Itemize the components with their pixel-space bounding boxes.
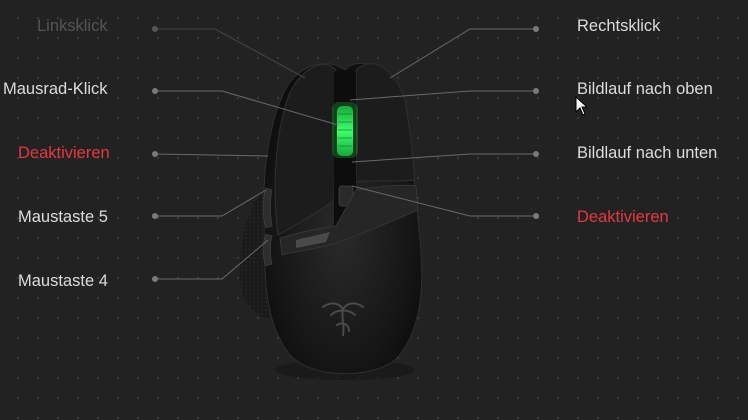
- line-scroll-down: [351, 153, 536, 163]
- right-click-button-shape[interactable]: [355, 63, 415, 183]
- label-right-click[interactable]: Rechtsklick: [577, 17, 661, 35]
- line-middle-click: [155, 90, 339, 126]
- label-mouse-button-5[interactable]: Maustaste 5: [18, 208, 108, 226]
- line-scroll-up: [349, 90, 536, 101]
- left-click-button-shape[interactable]: [274, 63, 337, 236]
- label-scroll-down[interactable]: Bildlauf nach unten: [577, 144, 718, 162]
- label-right-side-disabled[interactable]: Deaktivieren: [577, 208, 669, 226]
- label-middle-click[interactable]: Mausrad-Klick: [3, 80, 108, 98]
- line-button-4: [155, 239, 269, 280]
- line-right-disabled: [351, 185, 536, 217]
- side-button-5[interactable]: [262, 187, 273, 229]
- side-button-4[interactable]: [262, 233, 273, 267]
- callout-dots: [152, 26, 539, 282]
- scroll-wheel[interactable]: [337, 106, 353, 156]
- label-mouse-button-4[interactable]: Maustaste 4: [18, 272, 108, 290]
- line-right-click: [389, 28, 536, 79]
- line-button-5: [155, 189, 267, 217]
- label-left-click[interactable]: Linksklick: [37, 17, 108, 35]
- arrow-cursor-icon: [575, 96, 589, 116]
- line-left-click: [155, 28, 306, 79]
- label-scroll-up[interactable]: Bildlauf nach oben: [577, 80, 713, 98]
- razer-logo-icon: [322, 302, 364, 336]
- ridge-highlight: [296, 232, 330, 248]
- callout-lines: [154, 28, 536, 280]
- line-left-disabled: [154, 153, 269, 157]
- label-left-side-disabled[interactable]: Deaktivieren: [18, 144, 110, 162]
